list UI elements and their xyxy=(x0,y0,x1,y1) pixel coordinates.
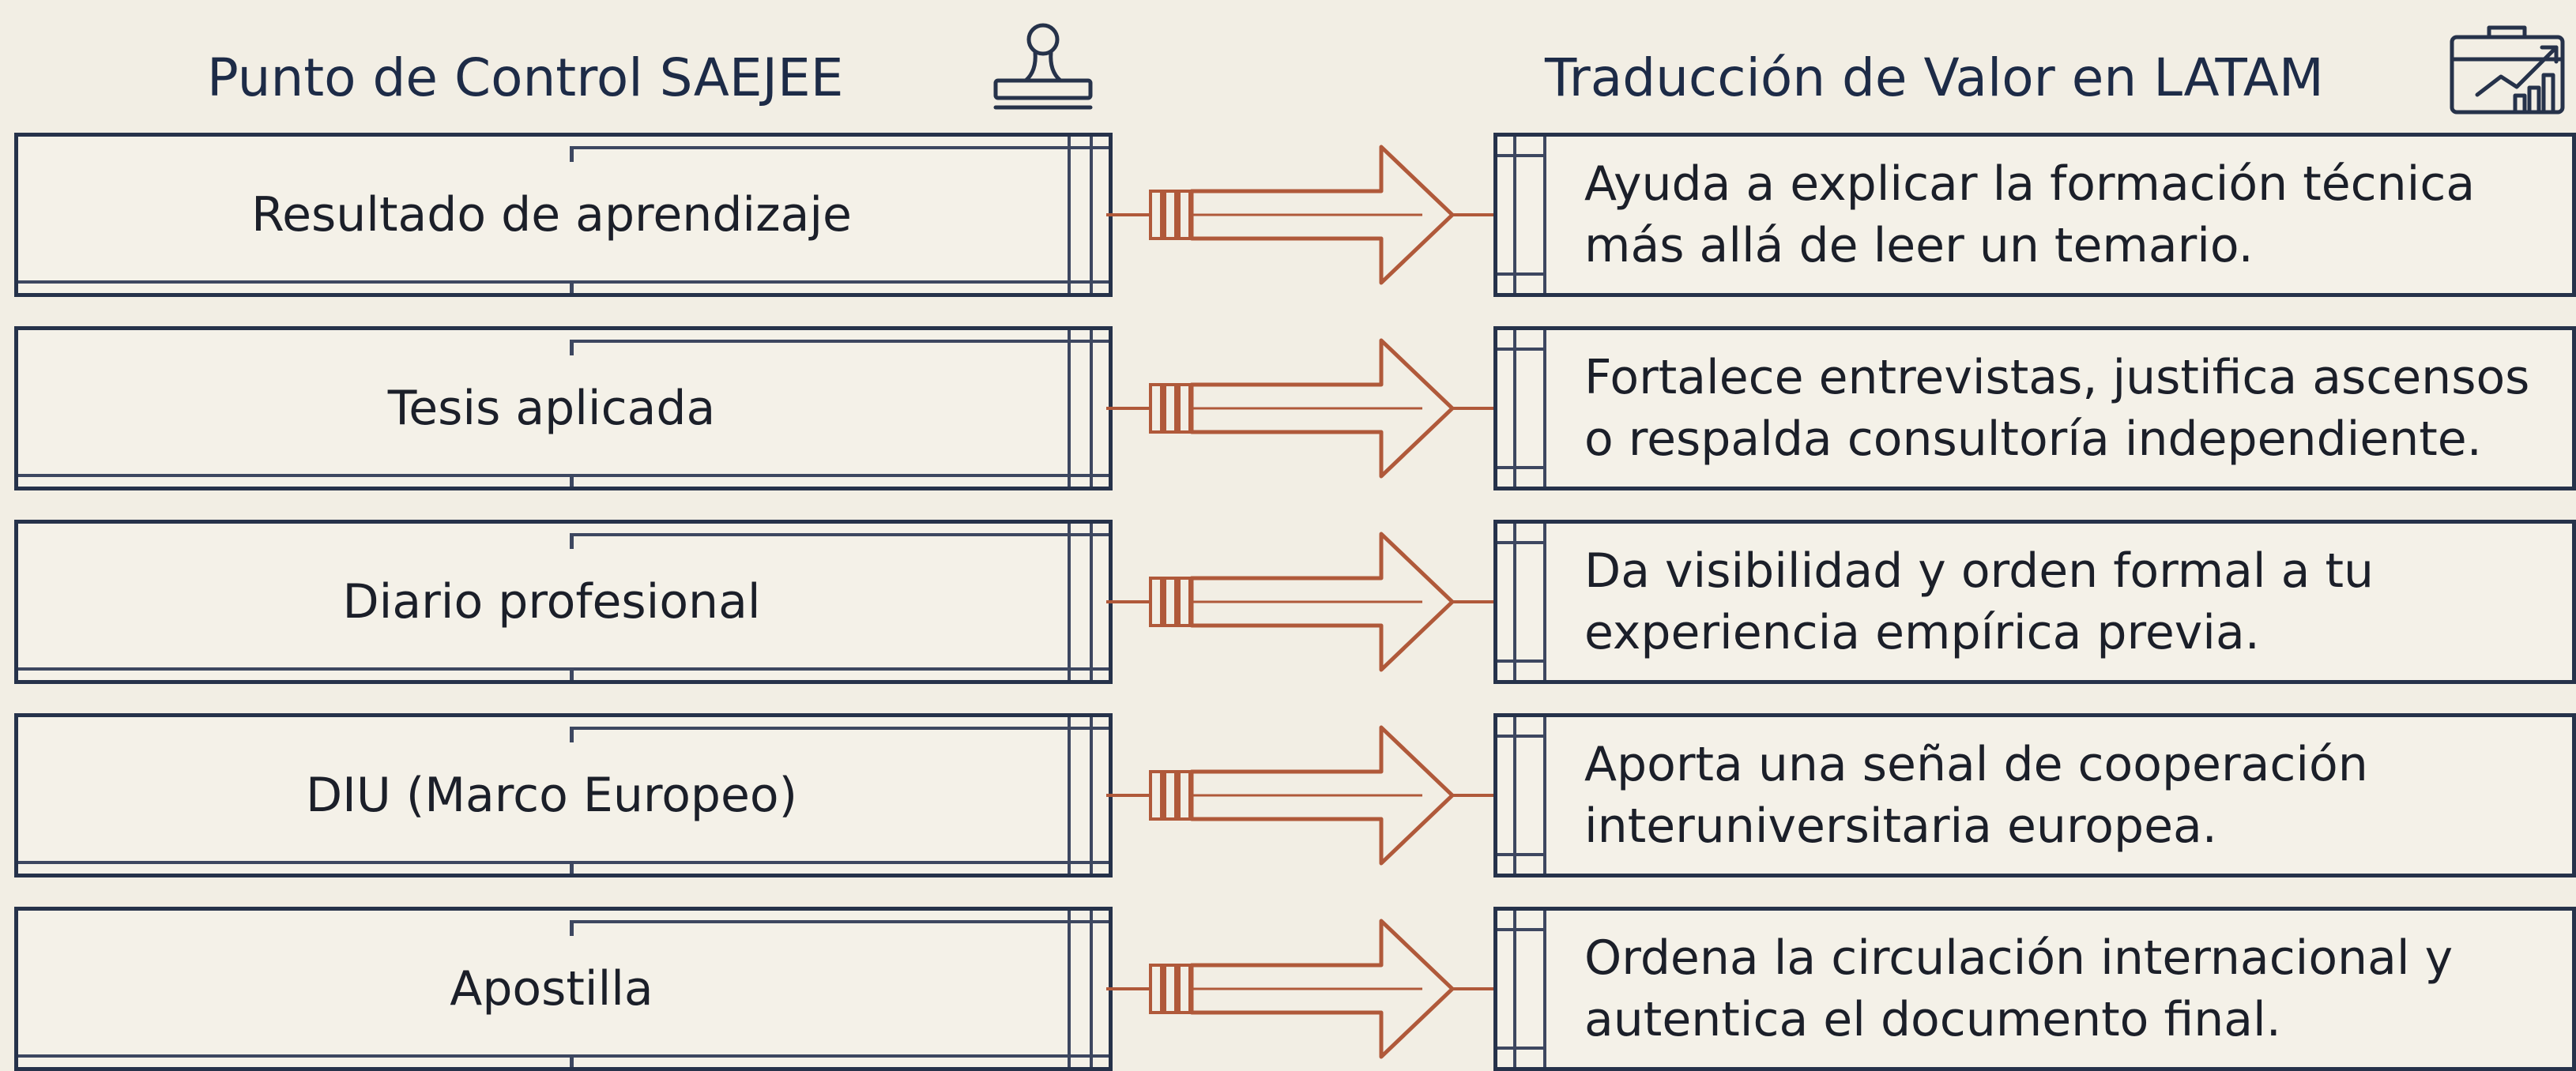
arrow-connector xyxy=(1106,919,1501,1059)
checkpoint-box: Tesis aplicada xyxy=(14,326,1113,490)
checkpoint-label: Tesis aplicada xyxy=(387,381,716,436)
stamp-icon xyxy=(993,23,1093,110)
value-line: o respalda consultoría independiente. xyxy=(1584,411,2482,467)
checkpoint-label: Resultado de aprendizaje xyxy=(251,187,852,242)
value-description: Ayuda a explicar la formación técnica má… xyxy=(1584,137,2556,293)
value-box: Ayuda a explicar la formación técnica má… xyxy=(1493,133,2576,297)
checkpoint-box: Apostilla xyxy=(14,907,1113,1071)
checkpoint-box: DIU (Marco Europeo) xyxy=(14,713,1113,877)
value-box: Ordena la circulación internacional y au… xyxy=(1493,907,2576,1071)
checkpoint-box: Resultado de aprendizaje xyxy=(14,133,1113,297)
right-column-header: Traducción de Valor en LATAM xyxy=(1545,30,2324,125)
arrow-connector xyxy=(1106,532,1501,672)
value-box: Aporta una señal de cooperación interuni… xyxy=(1493,713,2576,877)
value-box: Da visibilidad y orden formal a tu exper… xyxy=(1493,520,2576,684)
arrow-connector xyxy=(1106,725,1501,866)
checkpoint-label: Apostilla xyxy=(450,961,653,1017)
arrow-connector xyxy=(1106,338,1501,479)
value-description: Ordena la circulación internacional y au… xyxy=(1584,911,2556,1067)
checkpoint-box: Diario profesional xyxy=(14,520,1113,684)
value-line: Da visibilidad y orden formal a tu xyxy=(1584,543,2375,599)
checkpoint-label: Diario profesional xyxy=(342,574,761,629)
value-line: Ayuda a explicar la formación técnica xyxy=(1584,156,2476,212)
arrow-connector xyxy=(1106,145,1501,285)
right-column-title: Traducción de Valor en LATAM xyxy=(1545,47,2324,108)
value-description: Fortalece entrevistas, justifica ascenso… xyxy=(1584,330,2556,487)
value-line: más allá de leer un temario. xyxy=(1584,218,2254,273)
value-line: Fortalece entrevistas, justifica ascenso… xyxy=(1584,350,2530,405)
value-line: interuniversitaria europea. xyxy=(1584,799,2217,854)
value-box: Fortalece entrevistas, justifica ascenso… xyxy=(1493,326,2576,490)
checkpoint-label: DIU (Marco Europeo) xyxy=(305,768,798,823)
briefcase-growth-chart-icon xyxy=(2450,25,2565,115)
value-description: Da visibilidad y orden formal a tu exper… xyxy=(1584,524,2556,680)
value-line: experiencia empírica previa. xyxy=(1584,605,2260,660)
value-line: Aporta una señal de cooperación xyxy=(1584,737,2368,792)
value-line: Ordena la circulación internacional y xyxy=(1584,930,2454,986)
value-line: autentica el documento final. xyxy=(1584,992,2281,1047)
value-description: Aporta una señal de cooperación interuni… xyxy=(1584,717,2556,874)
left-column-header: Punto de Control SAEJEE xyxy=(207,30,843,125)
left-column-title: Punto de Control SAEJEE xyxy=(207,47,844,108)
